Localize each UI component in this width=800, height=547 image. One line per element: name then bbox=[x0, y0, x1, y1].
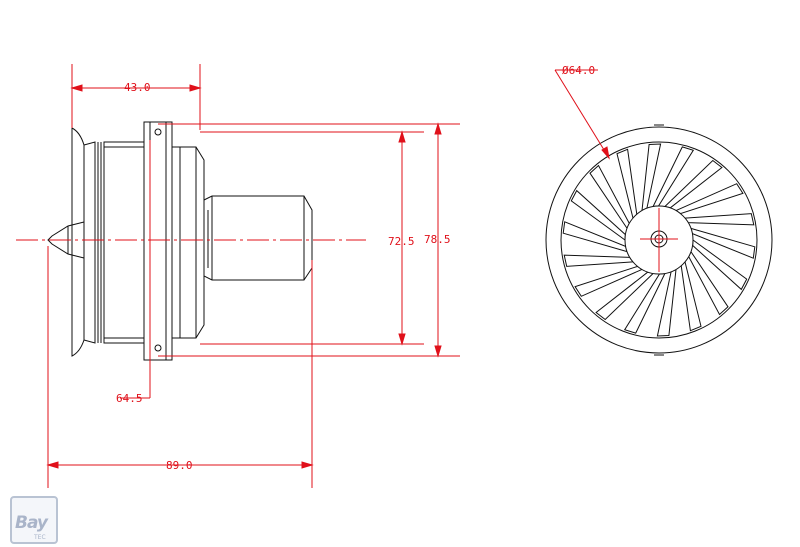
label-length-top: 43.0 bbox=[124, 81, 151, 94]
front-view bbox=[545, 124, 773, 356]
logo-word: Bay bbox=[15, 513, 48, 533]
logo-sub: TEC bbox=[34, 534, 46, 541]
label-flange-offset: 64.5 bbox=[116, 392, 143, 405]
fan-diameter-leader bbox=[554, 69, 610, 159]
fan-blade bbox=[570, 189, 626, 241]
fan-blade bbox=[652, 146, 695, 208]
mount-flange bbox=[143, 121, 173, 361]
fan-blade bbox=[680, 260, 702, 332]
stator-section bbox=[172, 146, 205, 339]
fan-blade bbox=[692, 239, 748, 291]
fan-blade bbox=[616, 148, 638, 220]
fan-blade bbox=[684, 213, 755, 226]
inner-rim bbox=[560, 141, 758, 339]
flange-hole-top bbox=[154, 128, 162, 136]
label-diameter-inner: 72.5 bbox=[388, 235, 415, 248]
fan-housing bbox=[103, 141, 145, 344]
fan-blade bbox=[574, 265, 644, 297]
fan-blade bbox=[563, 254, 634, 267]
fan-blade bbox=[663, 159, 723, 209]
label-diameter-outer: 78.5 bbox=[424, 233, 451, 246]
front-dimensions bbox=[554, 69, 678, 272]
inlet-lip-inner bbox=[83, 141, 96, 344]
inlet-lip bbox=[71, 127, 85, 357]
motor-body bbox=[203, 195, 313, 281]
fan-blade bbox=[656, 268, 677, 337]
side-view bbox=[47, 121, 313, 361]
fan-blade bbox=[562, 221, 628, 253]
flange-hole-bottom bbox=[154, 344, 162, 352]
fan-blade bbox=[674, 183, 744, 215]
fan-blade bbox=[595, 271, 655, 321]
fan-blades bbox=[562, 143, 756, 337]
fan-blade bbox=[690, 227, 756, 259]
label-length-total: 89.0 bbox=[166, 459, 193, 472]
side-dimensions bbox=[16, 64, 460, 488]
label-fan-diameter: Ø64.0 bbox=[562, 64, 595, 77]
outer-rim bbox=[545, 126, 773, 354]
fan-blade bbox=[623, 272, 666, 334]
baytec-logo: Bay TEC bbox=[10, 496, 58, 544]
fan-blade bbox=[641, 143, 662, 212]
